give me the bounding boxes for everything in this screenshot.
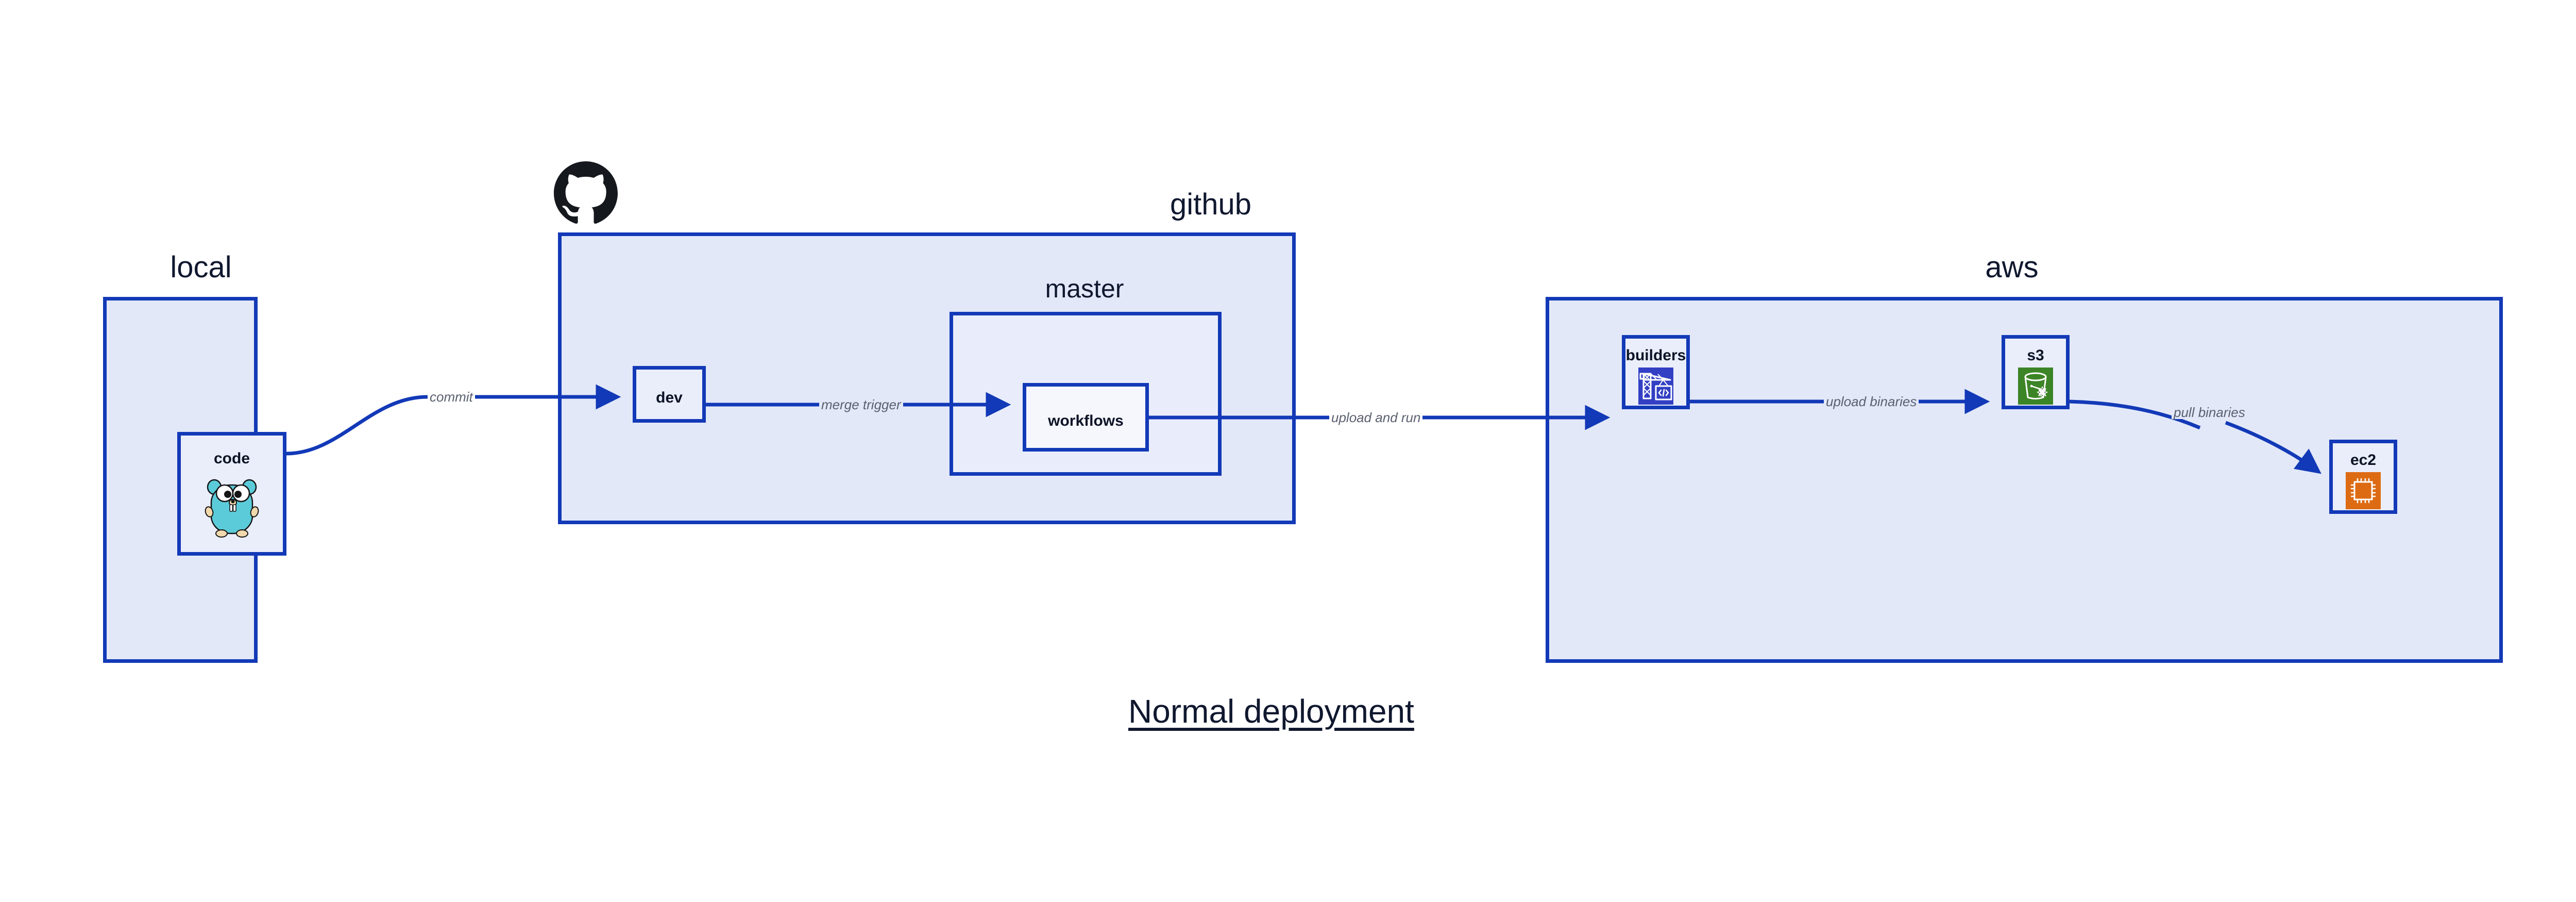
node-label-builders: builders: [1625, 347, 1686, 364]
group-label-local: local: [170, 250, 232, 284]
aws-ec2-chip-icon: [2346, 472, 2381, 509]
edge-label-upload-binaries: upload binaries: [1824, 395, 1919, 408]
go-gopher-icon: [203, 476, 261, 539]
node-label-dev: dev: [656, 389, 683, 406]
node-s3[interactable]: s3: [2002, 335, 2070, 409]
aws-codebuild-crane-icon: [1638, 368, 1673, 405]
group-label-github: github: [1170, 188, 1252, 221]
node-builders[interactable]: builders: [1622, 335, 1690, 409]
edge-label-commit: commit: [428, 390, 475, 404]
edge-label-pull-binaries: pull binaries: [2172, 406, 2247, 419]
node-label-s3: s3: [2027, 347, 2044, 364]
node-label-ec2: ec2: [2350, 452, 2377, 469]
aws-s3-bucket-icon: [2018, 368, 2053, 405]
diagram-title: Normal deployment: [1128, 693, 1414, 730]
node-ec2[interactable]: ec2: [2329, 440, 2397, 514]
node-code[interactable]: code: [177, 432, 286, 556]
node-dev[interactable]: dev: [633, 366, 706, 423]
edge-label-merge-trigger: merge trigger: [819, 398, 903, 411]
group-label-aws: aws: [1985, 250, 2039, 284]
group-label-master: master: [1045, 274, 1124, 303]
github-octocat-logo: [554, 161, 618, 225]
node-workflows[interactable]: workflows: [1023, 383, 1149, 452]
node-label-workflows: workflows: [1048, 412, 1124, 429]
edge-label-upload-and-run: upload and run: [1329, 411, 1423, 424]
node-label-code: code: [213, 450, 250, 467]
